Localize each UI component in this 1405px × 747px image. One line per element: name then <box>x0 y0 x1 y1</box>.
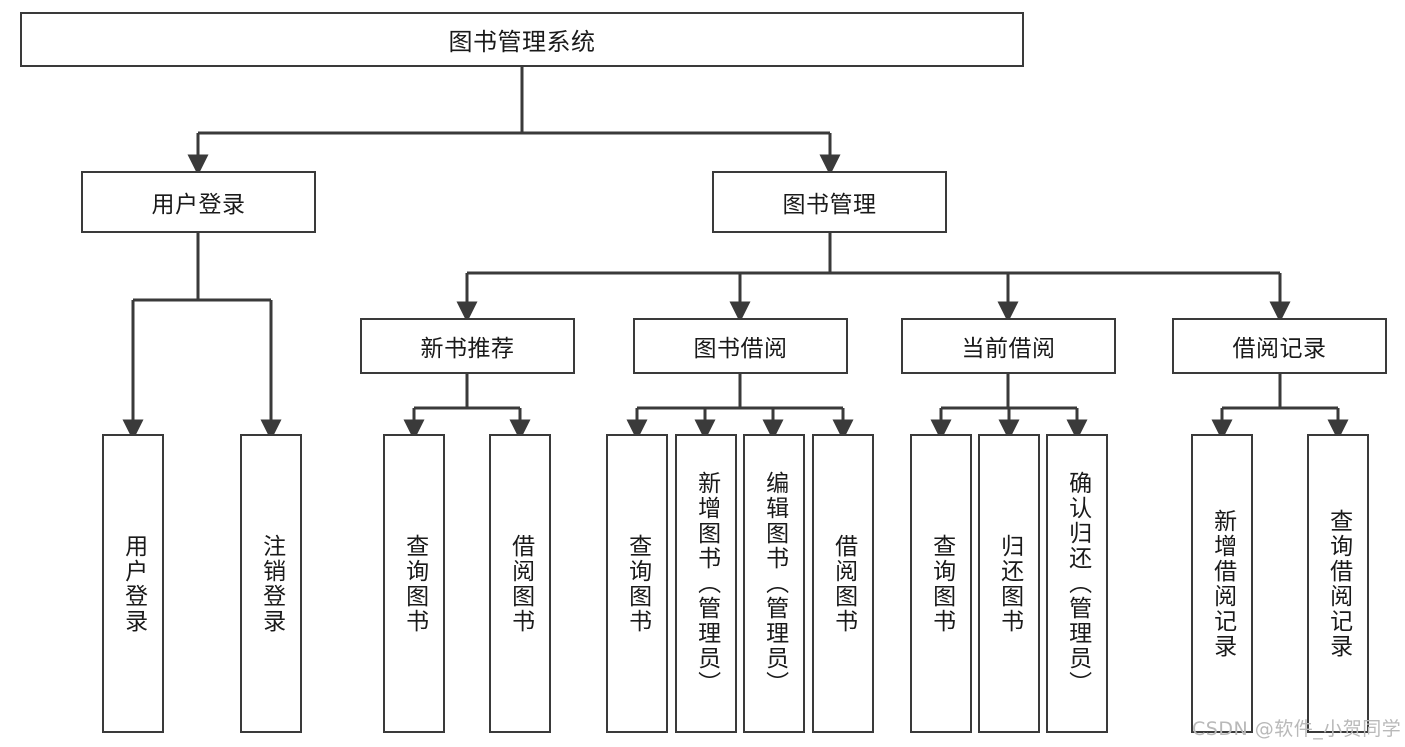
leaf-book-borrow-borrow-book[interactable]: 借阅图书 <box>812 434 874 733</box>
leaf-user-login-login[interactable]: 用户登录 <box>102 434 164 733</box>
node-label: 注销登录 <box>258 533 285 634</box>
node-label: 图书管理 <box>782 192 877 218</box>
node-new-book-recommend[interactable]: 新书推荐 <box>360 318 575 374</box>
leaf-new-book-borrow-book[interactable]: 借阅图书 <box>489 434 551 733</box>
leaf-book-borrow-query-book[interactable]: 查询图书 <box>606 434 668 733</box>
node-label: 编辑图书（管理员） <box>761 471 788 696</box>
leaf-new-book-query-book[interactable]: 查询图书 <box>383 434 445 733</box>
node-label: 新书推荐 <box>420 336 515 362</box>
node-label: 用户登录 <box>151 192 246 218</box>
node-label: 借阅图书 <box>507 533 534 634</box>
node-book-borrow[interactable]: 图书借阅 <box>633 318 848 374</box>
node-label: 新增图书（管理员） <box>693 471 720 696</box>
node-label: 借阅记录 <box>1232 336 1327 362</box>
leaf-borrow-record-query-record[interactable]: 查询借阅记录 <box>1307 434 1369 733</box>
node-current-borrow[interactable]: 当前借阅 <box>901 318 1116 374</box>
leaf-borrow-record-add-record[interactable]: 新增借阅记录 <box>1191 434 1253 733</box>
leaf-user-login-logout[interactable]: 注销登录 <box>240 434 302 733</box>
node-label: 确认归还（管理员） <box>1064 471 1091 696</box>
watermark-text: CSDN @软件_小贺同学 <box>1192 718 1402 740</box>
csdn-watermark: CSDN @软件_小贺同学 <box>1192 714 1401 741</box>
node-label: 归还图书 <box>996 533 1023 634</box>
node-label: 图书管理系统 <box>448 28 596 56</box>
node-label: 图书借阅 <box>693 336 788 362</box>
node-label: 查询图书 <box>928 533 955 634</box>
node-label: 借阅图书 <box>830 533 857 634</box>
node-label: 查询图书 <box>624 533 651 634</box>
leaf-book-borrow-add-book-admin[interactable]: 新增图书（管理员） <box>675 434 737 733</box>
node-label: 查询图书 <box>401 533 428 634</box>
node-label: 用户登录 <box>120 533 147 634</box>
leaf-book-borrow-edit-book-admin[interactable]: 编辑图书（管理员） <box>743 434 805 733</box>
node-label: 查询借阅记录 <box>1325 508 1352 659</box>
node-label: 当前借阅 <box>961 336 1056 362</box>
leaf-current-borrow-return-book[interactable]: 归还图书 <box>978 434 1040 733</box>
node-label: 新增借阅记录 <box>1209 508 1236 659</box>
leaf-current-borrow-query-book[interactable]: 查询图书 <box>910 434 972 733</box>
leaf-current-borrow-confirm-return-admin[interactable]: 确认归还（管理员） <box>1046 434 1108 733</box>
node-root-book-management-system[interactable]: 图书管理系统 <box>20 12 1024 67</box>
node-user-login[interactable]: 用户登录 <box>81 171 316 233</box>
node-book-management[interactable]: 图书管理 <box>712 171 947 233</box>
node-borrow-record[interactable]: 借阅记录 <box>1172 318 1387 374</box>
